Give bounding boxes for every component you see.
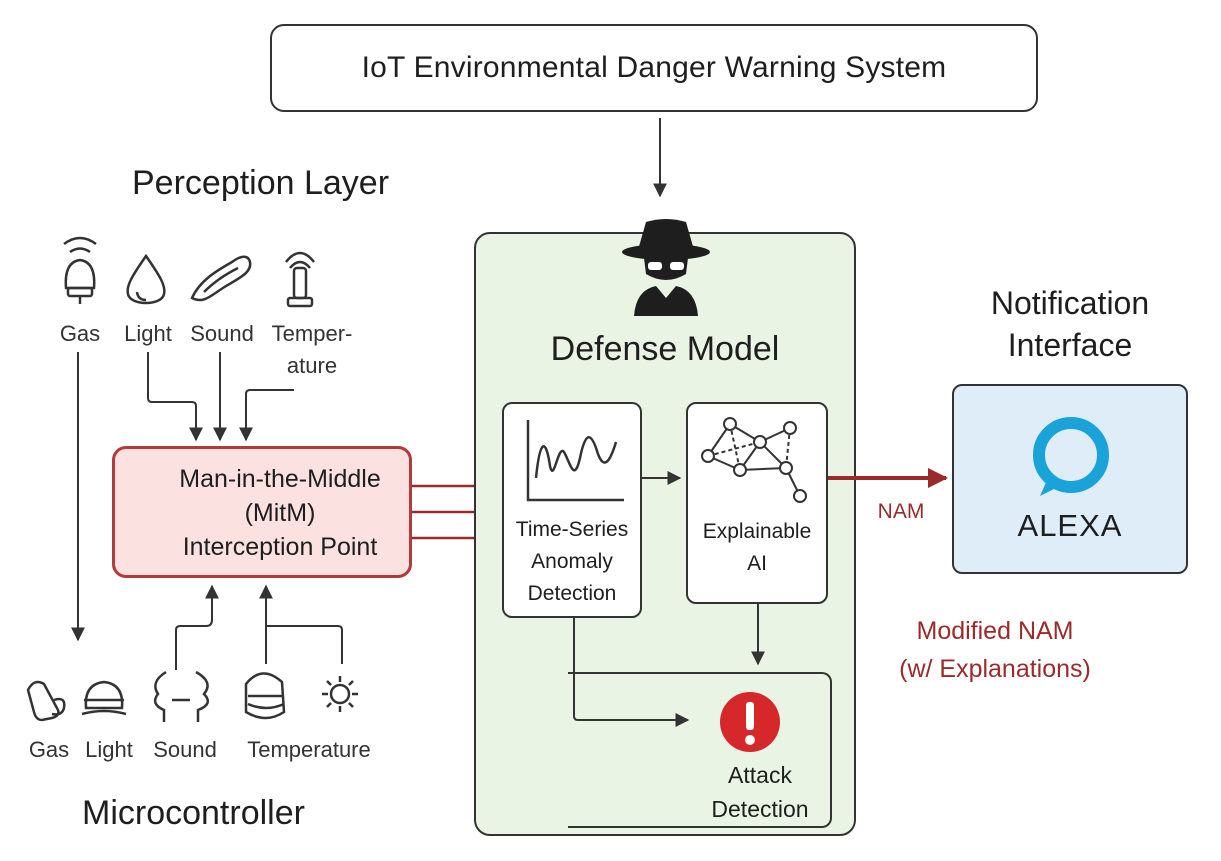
perception-light-label: Light [124,321,172,346]
attack-detection-box [568,672,832,828]
sound-bracket-icon [153,670,210,722]
notification-line-1: Notification [990,285,1150,321]
mitm-label: Man-in-the-Middle (MitM) Interception Po… [150,462,410,564]
temperature-antenna-icon [285,251,315,308]
xai-box [686,402,828,604]
attack-line-1: Attack [728,762,792,788]
attack-detection-label: Attack Detection [690,758,830,826]
mitm-box [112,446,412,578]
system-title-box: IoT Environmental Danger Warning System [270,24,1038,112]
alexa-box [952,384,1188,574]
alexa-label: ALEXA [1017,508,1123,543]
timeseries-box [502,402,642,618]
sound-wave-icon [190,255,252,302]
graph-network-icon [701,417,807,503]
xai-label: Explainable AI [686,516,828,580]
micro-gas-label: Gas [28,737,70,762]
timeseries-line-1: Time-Series [515,518,629,541]
attack-line-2: Detection [711,796,809,822]
defense-model-title: Defense Model [550,330,780,368]
alexa-ring-icon [1033,417,1109,496]
perception-layer-title: Perception Layer [132,164,390,202]
timeseries-label: Time-Series Anomaly Detection [502,514,642,610]
thermo-face-icon [244,672,286,720]
arrow-microcontroller-to-mitm-left [175,584,219,670]
xai-line-2: AI [747,552,767,575]
micro-temperature-label: Temperature [247,737,371,762]
mitm-line-3: Interception Point [182,533,378,561]
spy-icon [622,219,710,316]
perception-gas-label: Gas [59,321,101,346]
modified-nam-line-2: (w/ Explanations) [899,655,1091,683]
timeseries-line-3: Detection [527,582,617,605]
exclamation-alert-icon [720,692,780,752]
mitm-line-1: Man-in-the-Middle [179,465,381,493]
gas-sensor-icon [63,236,97,304]
sun-icon [322,676,358,712]
line-chart-icon [526,420,624,502]
cylinder-icon [26,680,66,722]
notification-interface-title: Notification Interface [960,282,1180,366]
light-drop-icon [126,253,166,305]
notification-line-2: Interface [1007,327,1133,363]
bulb-icon [81,680,127,716]
xai-line-1: Explainable [702,520,812,543]
micro-sound-label: Sound [153,737,217,762]
arrow-microcontroller-to-mitm-right [266,625,343,664]
micro-light-label: Light [85,737,133,762]
modified-nam-line-1: Modified NAM [916,617,1074,645]
timeseries-line-2: Anomaly [531,550,613,573]
nam-label: NAM [877,500,925,523]
perception-temperature-label-1: Temper- [271,321,353,346]
modified-nam-label: Modified NAM (w/ Explanations) [860,612,1130,688]
arrow-temperature-to-mitm [239,389,294,442]
mitm-line-2: (MitM) [244,499,316,527]
arrow-light-to-mitm [147,352,203,442]
perception-sound-label: Sound [190,321,254,346]
system-title: IoT Environmental Danger Warning System [361,51,947,84]
microcontroller-title: Microcontroller [82,794,305,832]
arrow-timeseries-to-attack [573,618,690,727]
perception-temperature-label-2: ature [286,353,338,378]
